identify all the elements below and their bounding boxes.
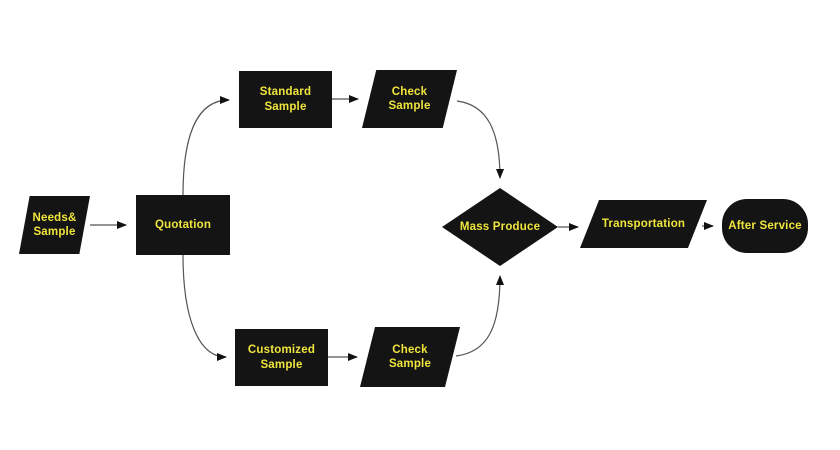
flow-node-label: Mass Produce	[459, 220, 541, 233]
edge-check-sample-top-to-mass-produce	[456, 100, 504, 179]
flow-node-label: Customized Sample	[247, 344, 316, 371]
flow-node-label: Transportation	[601, 217, 686, 230]
edge-quotation-to-standard-sample	[182, 96, 230, 196]
flow-node-needs-sample: Needs& Sample	[19, 196, 90, 254]
edge-check-sample-bottom-to-mass-produce	[455, 275, 504, 357]
flow-node-label: Check Sample	[388, 85, 431, 112]
flow-node-after-service: After Service	[722, 199, 808, 253]
flow-node-check-sample-top: Check Sample	[362, 70, 457, 128]
flow-node-standard-sample: Standard Sample	[239, 71, 332, 128]
flow-node-customized-sample: Customized Sample	[235, 329, 328, 386]
flow-node-label: After Service	[728, 219, 802, 232]
flow-node-label: Standard Sample	[259, 86, 312, 113]
flow-node-label: Check Sample	[388, 343, 432, 370]
flow-node-check-sample-bottom: Check Sample	[360, 327, 460, 387]
flow-node-label: Quotation	[154, 218, 212, 231]
flow-node-quotation: Quotation	[136, 195, 230, 255]
flow-node-transportation: Transportation	[580, 200, 707, 248]
flow-node-label: Needs& Sample	[32, 211, 77, 238]
edge-quotation-to-customized-sample	[182, 254, 227, 361]
